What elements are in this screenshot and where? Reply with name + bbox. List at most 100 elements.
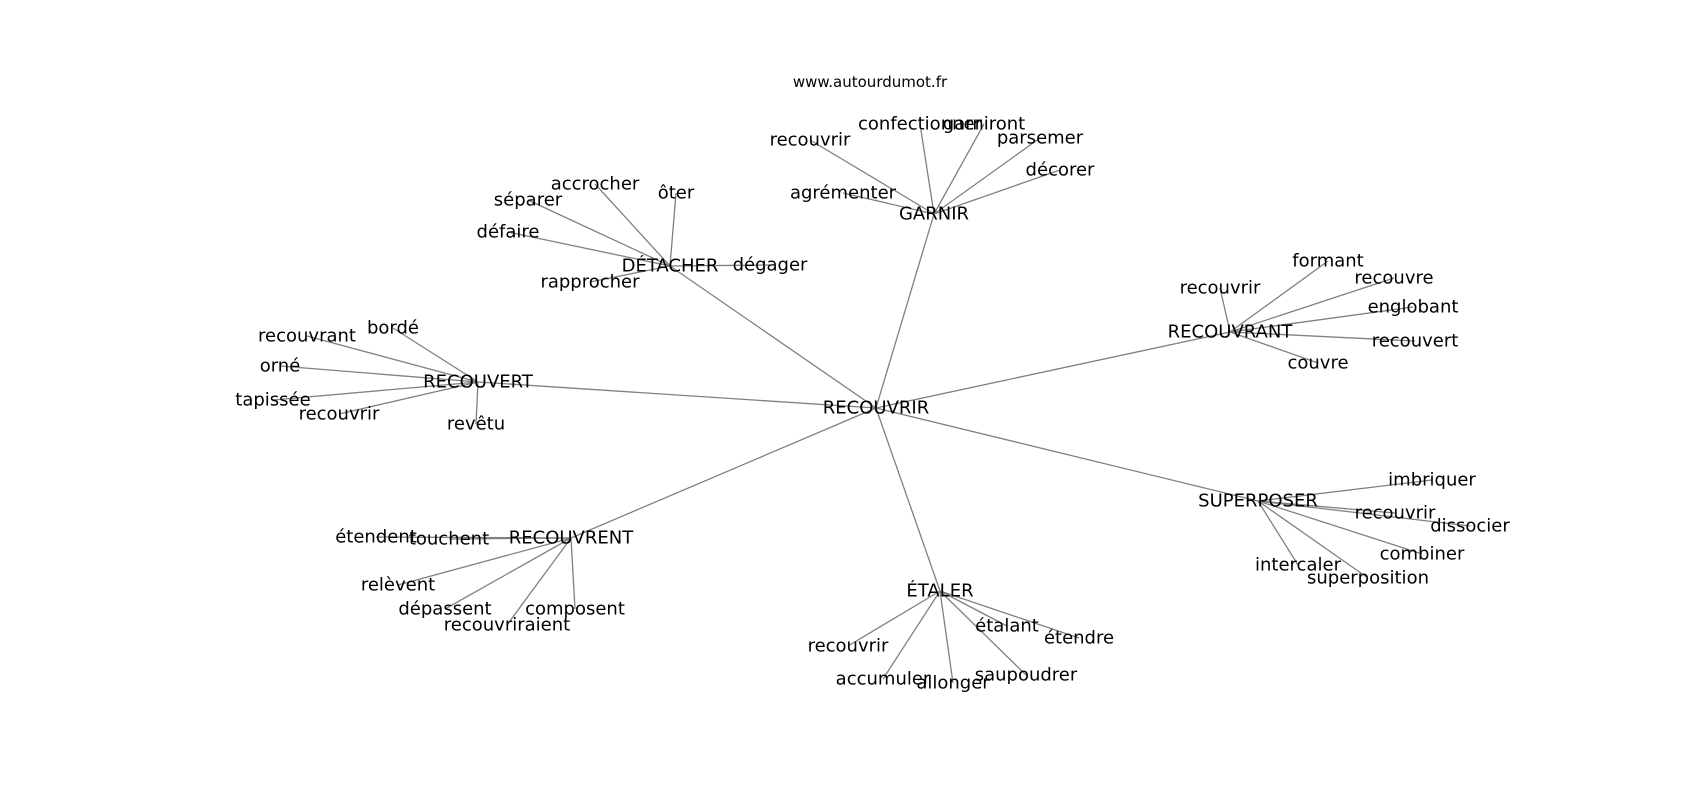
leaf-node-label: recouvrir [808, 636, 889, 657]
edge-recouvrant-leaf [1219, 287, 1231, 333]
leaf-node-label: accumuler [836, 669, 931, 690]
edge-garnir-leaf [809, 139, 935, 215]
leaf-node-label: tapissée [235, 390, 310, 411]
edge-recouvert-leaf [392, 327, 479, 383]
label-layer: RECOUVRIR GARNIR recouvrir confectionnergar… [235, 114, 1510, 694]
leaf-node-label: combiner [1380, 544, 1465, 565]
hub-node-label-recouvrant: RECOUVRANT [1168, 322, 1294, 343]
edge-detacher-leaf [669, 264, 771, 267]
leaf-node-label: rapprocher [540, 272, 640, 293]
leaf-node-label: intercaler [1255, 555, 1342, 576]
edge-superposer-leaf [1257, 479, 1433, 502]
edge-detacher-leaf [589, 265, 671, 283]
edge-garnir-leaf [842, 192, 935, 215]
edge-recouvrant-leaf [1229, 306, 1414, 333]
leaf-node-label: formant [1292, 251, 1363, 272]
edge-recouvrant-leaf [1229, 331, 1319, 364]
edge-etaler-leaf [939, 590, 1027, 676]
leaf-node-label: bordé [367, 318, 419, 339]
leaf-node-label: superposition [1307, 568, 1429, 589]
hub-node-label-garnir: GARNIR [899, 204, 969, 225]
leaf-node-label: agrémenter [790, 183, 897, 204]
leaf-node-label: revêtu [447, 414, 505, 435]
leaf-node-label: ôter [658, 183, 695, 204]
edge-superposer-leaf [1257, 500, 1471, 527]
edge-detacher-leaf [507, 231, 671, 267]
edge-garnir-leaf [919, 123, 935, 215]
edge-center-recouvrant [875, 331, 1231, 409]
edge-detacher-leaf [594, 183, 671, 267]
edge-center-recouvert [477, 381, 877, 409]
edge-garnir-leaf [933, 123, 985, 215]
leaf-node-label: recouvert [1372, 331, 1459, 352]
hub-node-label-etaler: ÉTALER [906, 580, 973, 602]
center-node-label: RECOUVRIR [823, 398, 929, 419]
leaf-node-label: décorer [1026, 160, 1095, 181]
edge-superposer-leaf [1257, 500, 1423, 555]
leaf-node-label: dissocier [1430, 516, 1510, 537]
edge-recouvert-leaf [279, 365, 479, 383]
hub-node-label-recouvrent: RECOUVRENT [509, 528, 634, 549]
edge-superposer-leaf [1257, 500, 1299, 566]
edge-center-superposer [875, 407, 1259, 502]
edge-detacher-leaf [669, 192, 677, 267]
hub-node-label-detacher: DÉTACHER [622, 255, 719, 277]
edge-layer [272, 123, 1471, 684]
leaf-node-label: parsemer [997, 128, 1084, 149]
leaf-node-label: accrocher [551, 174, 640, 195]
leaf-node-label: dégager [733, 255, 808, 276]
edge-etaler-leaf [939, 590, 1080, 639]
leaf-node-label: dépassent [398, 599, 491, 620]
leaf-node-label: étendre [1044, 628, 1114, 649]
leaf-node-label: garniront [943, 114, 1025, 135]
leaf-node-label: imbriquer [1388, 470, 1476, 491]
edge-recouvrant-leaf [1229, 277, 1395, 333]
leaf-node-label: étendent [335, 527, 417, 548]
leaf-node-label: recouvrant [258, 326, 356, 347]
leaf-node-label: orné [260, 356, 301, 377]
edge-recouvrant-leaf [1229, 260, 1329, 333]
edge-recouvert-leaf [306, 335, 479, 383]
leaf-node-label: défaire [477, 222, 540, 243]
edge-recouvrent-leaf [570, 537, 576, 610]
leaf-node-label: étalant [975, 616, 1039, 637]
leaf-node-label: recouvrir [1180, 278, 1261, 299]
source-credit: www.autourdumot.fr [793, 73, 948, 91]
edge-recouvrent-leaf [397, 537, 572, 586]
edge-center-recouvrent [570, 407, 877, 539]
edge-garnir-leaf [933, 137, 1041, 215]
leaf-node-label: recouvrir [1355, 503, 1436, 524]
edge-recouvert-leaf [475, 381, 479, 425]
leaf-node-label: relèvent [361, 575, 435, 596]
edge-recouvrent-leaf [444, 537, 572, 610]
leaf-node-label: couvre [1287, 353, 1348, 374]
leaf-node-label: recouvriraient [444, 615, 570, 636]
leaf-node-label: composent [525, 599, 625, 620]
edge-detacher-leaf [527, 199, 671, 267]
leaf-node-label: touchent [409, 529, 489, 550]
leaf-node-label: confectionner [858, 114, 983, 135]
leaf-node-label: saupoudrer [975, 665, 1078, 686]
edge-recouvert-leaf [272, 381, 479, 401]
edge-etaler-leaf [939, 590, 954, 684]
edge-recouvrant-leaf [1229, 331, 1416, 342]
edge-recouvrent-leaf [448, 537, 572, 540]
leaf-node-label: englobant [1368, 297, 1459, 318]
hub-node-label-recouvert: RECOUVERT [423, 372, 534, 393]
hub-node-label-superposer: SUPERPOSER [1198, 491, 1318, 512]
edge-etaler-leaf [939, 590, 1008, 627]
edge-etaler-leaf [847, 590, 941, 647]
edge-superposer-leaf [1257, 500, 1369, 579]
edge-recouvert-leaf [338, 381, 479, 415]
edge-etaler-leaf [882, 590, 941, 680]
leaf-node-label: recouvre [1354, 268, 1433, 289]
leaf-node-label: recouvrir [770, 130, 851, 151]
leaf-node-label: séparer [494, 190, 563, 211]
edge-center-etaler [875, 407, 941, 592]
leaf-node-label: allonger [916, 673, 990, 694]
edge-center-detacher [669, 265, 877, 409]
edge-superposer-leaf [1257, 500, 1396, 514]
edge-center-garnir [875, 213, 935, 409]
edge-recouvrent-leaf [506, 537, 572, 626]
